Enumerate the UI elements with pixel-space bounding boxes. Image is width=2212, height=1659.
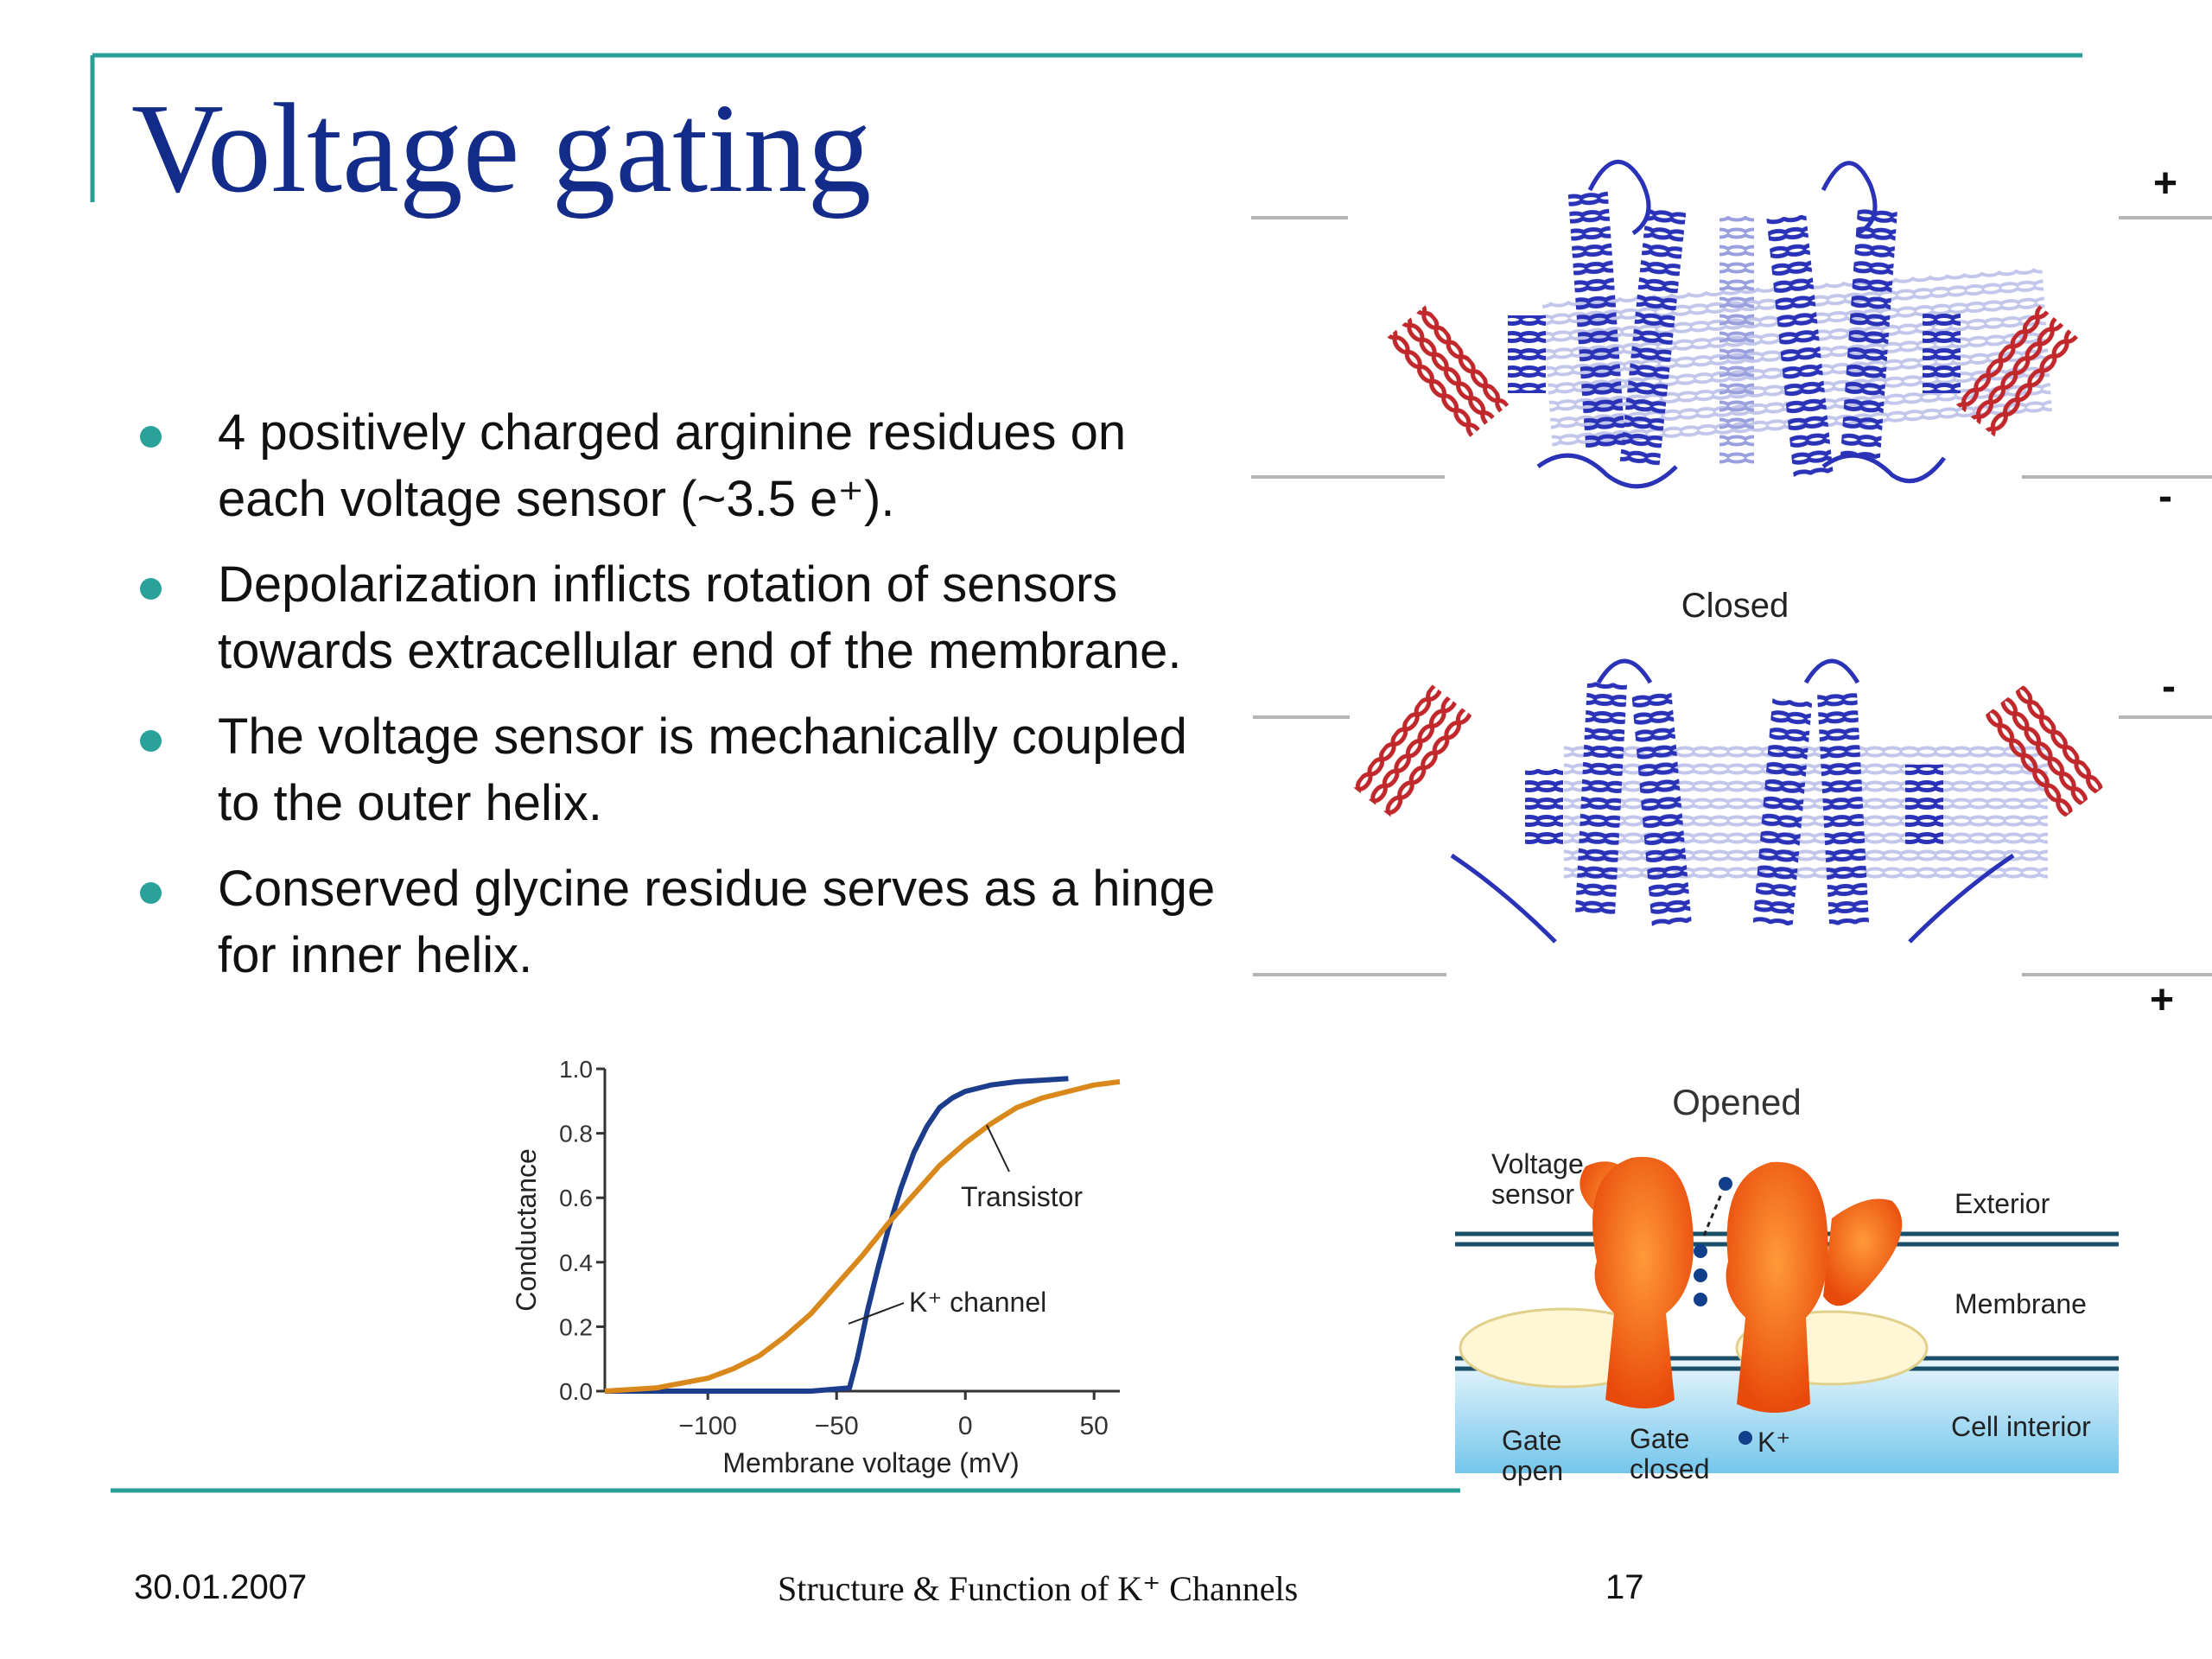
chart-y-tick-label: 1.0 — [559, 1056, 593, 1083]
footer-date: 30.01.2007 — [134, 1568, 308, 1606]
k-channel-leader — [848, 1302, 905, 1325]
slide-title: Voltage gating — [131, 78, 872, 219]
ion-label: K⁺ — [1758, 1427, 1790, 1458]
bullet-item: Depolarization inflicts rotation of sens… — [130, 551, 1227, 684]
chart-x-tick-label: −50 — [815, 1412, 859, 1440]
channel-subunit-right — [1726, 1161, 1828, 1413]
ion-path — [1702, 1193, 1723, 1236]
series-label-k-channel: K⁺ channel — [909, 1287, 1046, 1318]
chart-x-axis-label: Membrane voltage (mV) — [722, 1447, 1019, 1478]
transistor-leader — [986, 1124, 1010, 1173]
chart-y-tick-label: 0.2 — [559, 1313, 593, 1340]
polarity-sign: - — [2162, 664, 2176, 709]
polarity-sign: + — [2150, 977, 2174, 1023]
channel-subunit-left — [1592, 1156, 1694, 1408]
sensor-lower-right — [1735, 1310, 1929, 1386]
cell-interior-label: Cell interior — [1951, 1411, 2091, 1442]
bullet-text: Depolarization inflicts rotation of sens… — [218, 556, 1182, 679]
sensor-lower-left — [1459, 1307, 1669, 1389]
voltage-sensor-right — [1823, 1198, 1903, 1306]
polarity-sign: - — [2158, 474, 2172, 519]
opened-structure — [1352, 658, 2104, 944]
bullet-item: The voltage sensor is mechanically coupl… — [130, 703, 1227, 836]
membrane-boundaries — [1455, 1231, 2119, 1371]
chart-x-tick-label: −100 — [678, 1412, 737, 1440]
membrane-label: Membrane — [1955, 1288, 2087, 1319]
voltage-sensor-left — [1580, 1161, 1655, 1266]
closed-structure — [1385, 159, 2080, 489]
chart-y-tick-label: 0.4 — [559, 1249, 593, 1276]
bullet-list: 4 positively charged arginine residues o… — [130, 399, 1227, 1007]
chart-y-tick-label: 0.0 — [559, 1378, 593, 1405]
series-label-transistor: Transistor — [961, 1181, 1083, 1212]
bullet-text: Conserved glycine residue serves as a hi… — [218, 861, 1216, 983]
bullet-text: The voltage sensor is mechanically coupl… — [218, 709, 1187, 831]
chart-x-tick-label: 50 — [1080, 1412, 1109, 1440]
footer-page-number: 17 — [1605, 1568, 1644, 1606]
polarity-sign: + — [2153, 161, 2177, 207]
exterior-label: Exterior — [1955, 1188, 2050, 1219]
chart-y-tick-label: 0.6 — [559, 1185, 593, 1211]
opened-label: Opened — [1672, 1082, 1801, 1122]
k-ions — [1694, 1177, 1752, 1445]
bullet-item: Conserved glycine residue serves as a hi… — [130, 855, 1227, 988]
chart-series — [604, 1076, 1121, 1394]
membrane-lines — [1251, 216, 2212, 976]
bullet-item: 4 positively charged arginine residues o… — [130, 399, 1227, 532]
bullet-dot-icon — [140, 730, 162, 752]
series-line-transistor — [604, 1078, 1121, 1394]
membrane-region — [1455, 1243, 2119, 1361]
chart-leader-lines — [848, 1124, 1010, 1325]
chart-x-tick-label: 0 — [958, 1412, 973, 1440]
bullet-dot-icon — [140, 578, 162, 600]
bullet-dot-icon — [140, 426, 162, 448]
cell-interior-region — [1455, 1361, 2119, 1473]
series-line-k-channel — [605, 1076, 1069, 1394]
closed-label: Closed — [1681, 587, 1789, 625]
chart-y-axis-label: Conductance — [511, 1148, 542, 1312]
footer-title: Structure & Function of K⁺ Channels — [778, 1569, 1299, 1608]
chart-y-tick-label: 0.8 — [559, 1121, 593, 1147]
chart-axes: 0.0 0.2 0.4 0.6 0.8 1.0 −100 −50 0 50 — [559, 1056, 1120, 1440]
bullet-text: 4 positively charged arginine residues o… — [218, 404, 1127, 527]
bullet-dot-icon — [140, 882, 162, 904]
